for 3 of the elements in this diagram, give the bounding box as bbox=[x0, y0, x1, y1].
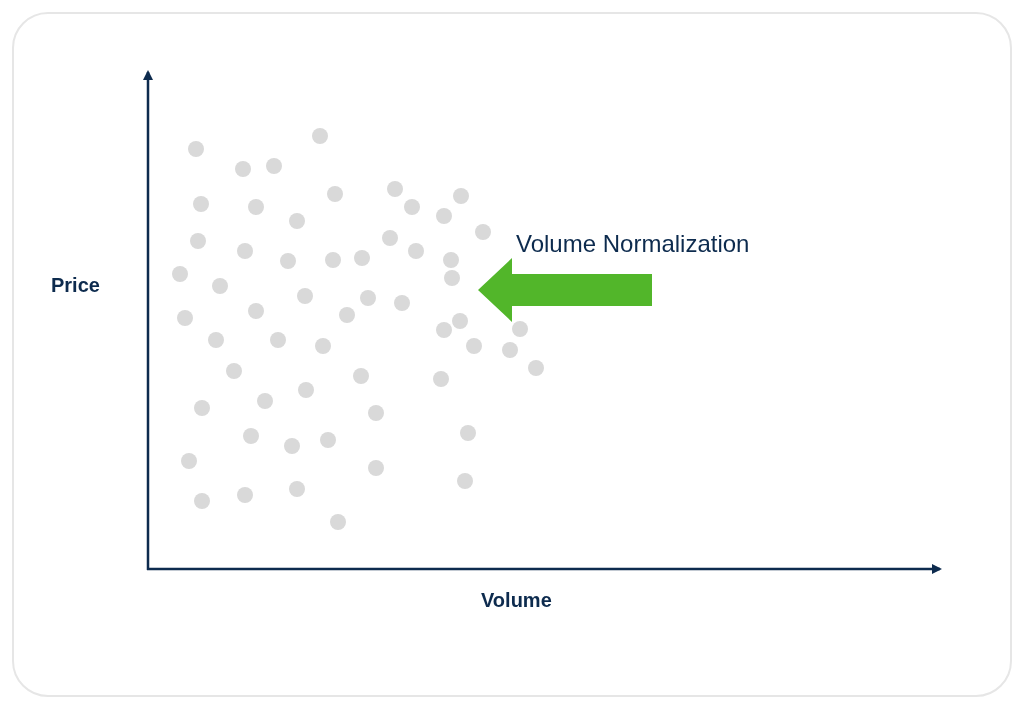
axis-label: Volume bbox=[481, 588, 552, 613]
axis-label: Price bbox=[51, 273, 100, 298]
axis-label: Volume Normalization bbox=[516, 229, 750, 259]
